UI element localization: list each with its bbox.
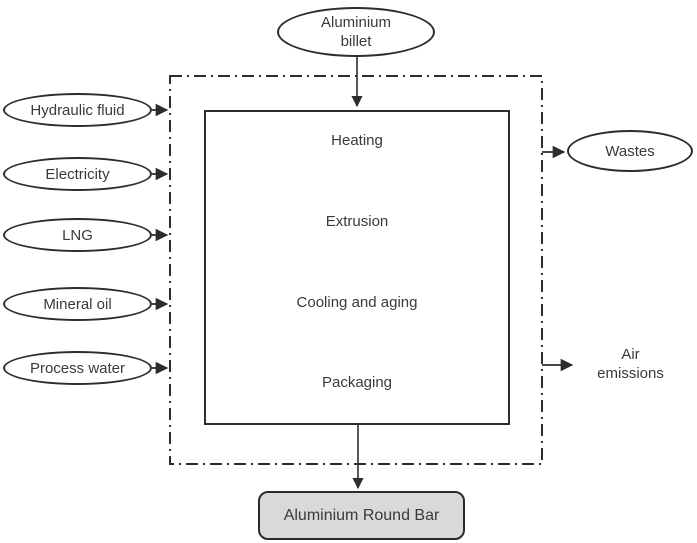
node-aluminium-billet: Aluminium billet <box>277 7 435 57</box>
node-aluminium-round-bar-label: Aluminium Round Bar <box>283 507 440 524</box>
node-lng-label: LNG <box>62 226 93 244</box>
node-process-water: Process water <box>3 351 152 385</box>
node-aluminium-round-bar: Aluminium Round Bar <box>258 491 465 540</box>
node-mineral-oil-label: Mineral oil <box>43 295 112 313</box>
node-hydraulic-fluid-label: Hydraulic fluid <box>30 101 125 119</box>
process-box <box>204 110 510 425</box>
step-heating: Heating <box>331 132 383 149</box>
node-process-water-label: Process water <box>29 359 126 377</box>
node-electricity-label: Electricity <box>45 165 110 183</box>
step-cooling-and-aging: Cooling and aging <box>296 294 418 311</box>
node-mineral-oil: Mineral oil <box>3 287 152 321</box>
node-hydraulic-fluid: Hydraulic fluid <box>3 93 152 127</box>
step-packaging: Packaging <box>321 374 393 391</box>
node-air-emissions: Air emissions <box>597 346 664 382</box>
node-aluminium-billet-label: Aluminium billet <box>320 14 392 50</box>
node-lng: LNG <box>3 218 152 252</box>
node-wastes: Wastes <box>567 130 693 172</box>
step-extrusion: Extrusion <box>325 213 389 230</box>
node-electricity: Electricity <box>3 157 152 191</box>
node-wastes-label: Wastes <box>605 142 655 160</box>
